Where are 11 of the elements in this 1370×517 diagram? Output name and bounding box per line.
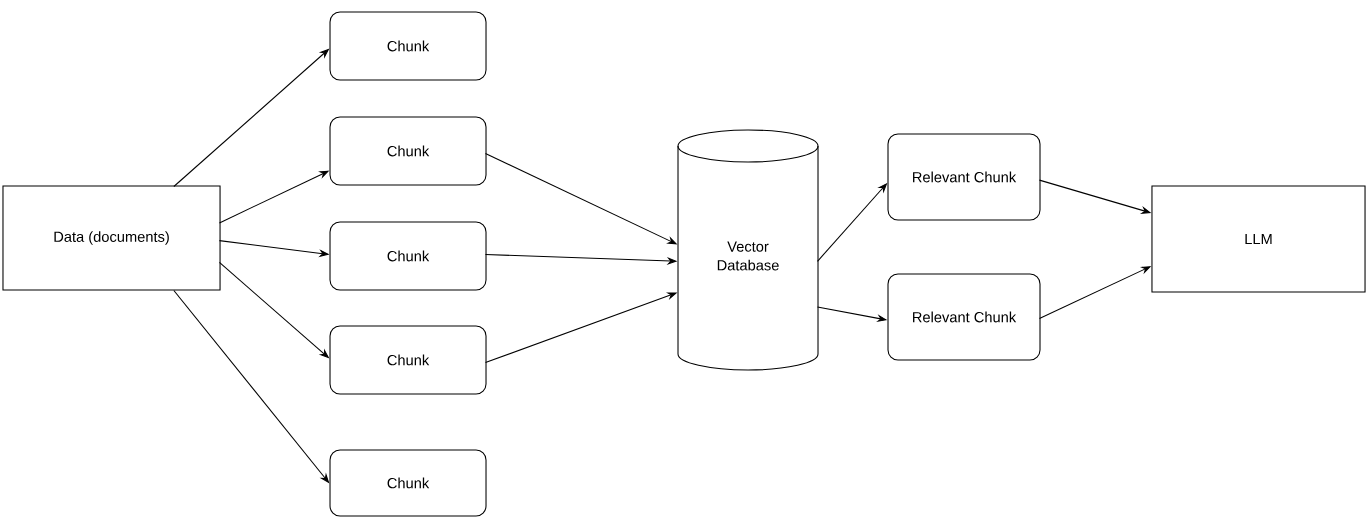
node-label: Vector Database [717,241,779,271]
rounded-box: Relevant Chunk [887,133,1041,221]
rounded-box: Chunk [329,325,487,395]
rounded-box: Chunk [329,449,487,517]
rounded-box: Chunk [329,116,487,186]
rounded-box: Relevant Chunk [887,273,1041,361]
process-box: Data (documents) [2,185,221,291]
process-box: LLM [1151,185,1366,293]
rounded-box: Chunk [329,11,487,81]
database-cylinder: Vector Database [677,129,819,371]
rounded-box: Chunk [329,221,487,291]
